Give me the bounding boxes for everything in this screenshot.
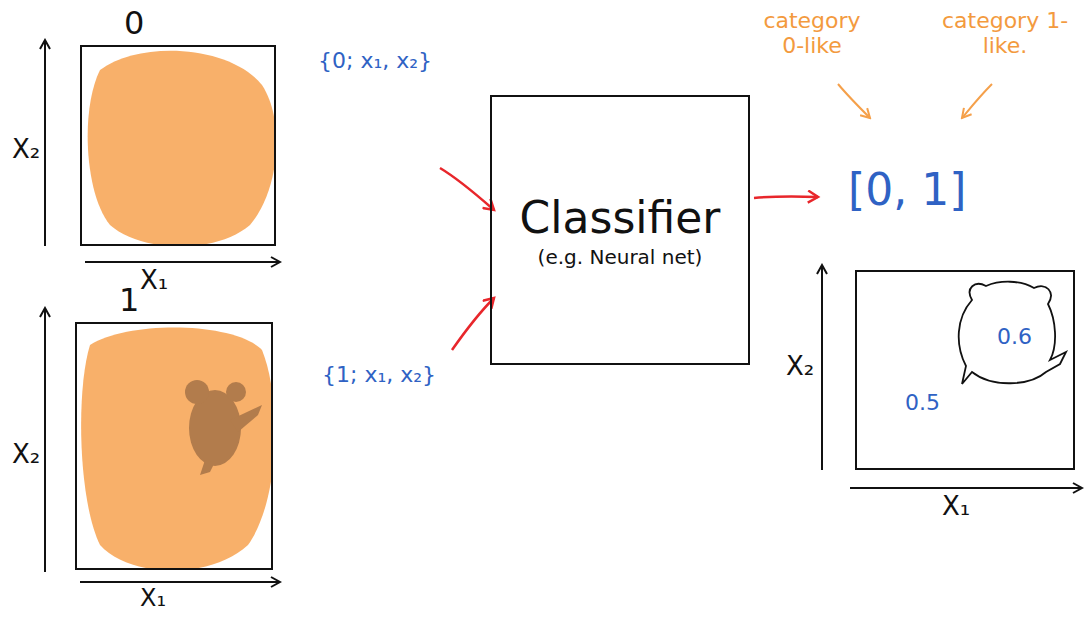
axis-label: X₁: [942, 492, 970, 522]
classifier-box: Classifier(e.g. Neural net): [490, 95, 750, 365]
plot-heading: 1: [119, 282, 139, 319]
category-note: category 0-like: [752, 8, 872, 59]
box-subtitle: (e.g. Neural net): [538, 245, 703, 270]
axis-label: X₁: [140, 266, 168, 296]
plot-frame: 0.6 0.5: [855, 270, 1075, 470]
input-tuple: {1; x₁, x₂}: [322, 362, 436, 387]
plot-frame: 1: [75, 322, 273, 570]
koala-outline: [959, 282, 1066, 384]
koala-silhouette: [185, 380, 262, 475]
output-range: [0, 1]: [848, 165, 966, 216]
axis-label: X₂: [12, 440, 40, 470]
orange-region: [88, 51, 274, 244]
plot-frame: 0: [80, 45, 276, 246]
value-label: 0.6: [997, 324, 1032, 349]
axis-label: X₁: [140, 585, 166, 613]
input-tuple: {0; x₁, x₂}: [318, 48, 432, 73]
category-note: category 1-like.: [930, 8, 1080, 59]
axis-label: X₂: [12, 135, 40, 165]
axis-label: X₂: [786, 352, 814, 382]
box-title: Classifier: [520, 190, 721, 245]
value-label: 0.5: [905, 390, 940, 415]
orange-region: [81, 328, 271, 568]
plot-heading: 0: [124, 5, 144, 42]
